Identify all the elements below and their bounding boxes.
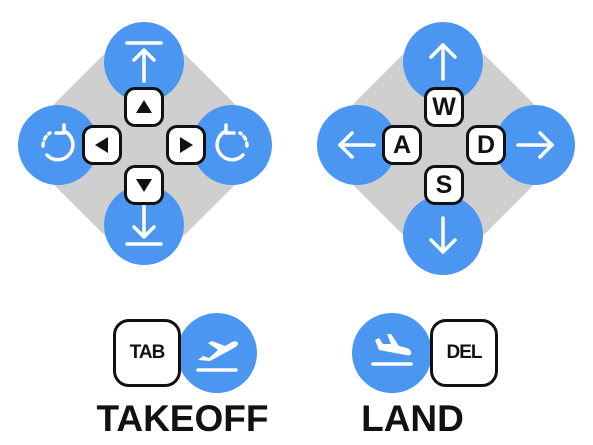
triangle-right-icon <box>180 137 193 153</box>
key-d-label: D <box>476 130 496 159</box>
key-a[interactable]: A <box>382 125 422 165</box>
triangle-down-icon <box>136 179 152 192</box>
rotate-right-button[interactable] <box>192 105 272 185</box>
rotate-right-icon <box>215 123 249 162</box>
del-key[interactable]: DEL <box>430 319 498 387</box>
backward-button[interactable] <box>403 195 483 275</box>
tab-key[interactable]: TAB <box>113 319 181 387</box>
arrow-up-to-line-icon <box>125 41 163 83</box>
triangle-up-icon <box>136 100 152 113</box>
key-d[interactable]: D <box>466 125 506 165</box>
right-button[interactable] <box>495 105 575 185</box>
key-w-label: W <box>432 92 456 121</box>
takeoff-button[interactable] <box>177 313 257 393</box>
key-a-label: A <box>392 130 412 159</box>
descend-button[interactable] <box>104 185 184 265</box>
land-label: LAND <box>361 398 464 439</box>
land-button[interactable] <box>352 313 432 393</box>
plane-landing-icon <box>371 334 413 366</box>
arrow-up-icon <box>429 43 457 81</box>
arrow-right-icon <box>516 131 554 159</box>
del-key-label: DEL <box>446 342 483 363</box>
triangle-left-icon <box>95 137 108 153</box>
rotate-left-icon <box>41 123 75 162</box>
plane-takeoff-icon <box>196 341 238 372</box>
key-down[interactable] <box>124 165 164 205</box>
arrow-left-icon <box>338 131 376 159</box>
arrow-down-icon <box>429 216 457 254</box>
key-right[interactable] <box>166 125 206 165</box>
key-w[interactable]: W <box>424 87 464 127</box>
arrow-down-to-line-icon <box>125 204 163 246</box>
key-left[interactable] <box>82 125 122 165</box>
key-s[interactable]: S <box>424 165 464 205</box>
key-up[interactable] <box>124 87 164 127</box>
takeoff-label: TAKEOFF <box>96 398 269 439</box>
key-s-label: S <box>435 170 453 199</box>
forward-button[interactable] <box>403 22 483 102</box>
tab-key-label: TAB <box>129 342 166 363</box>
